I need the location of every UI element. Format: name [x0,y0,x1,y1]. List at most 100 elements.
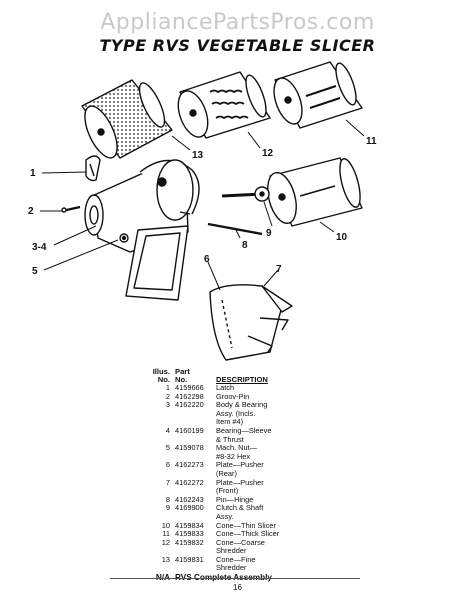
part-description: Groov-Pin [216,391,368,402]
illus-number: 4 [165,425,170,435]
illus-number: 9 [165,503,170,513]
part-number: 4159831 [175,554,204,564]
description-line: Cone—Coarse [216,537,265,547]
na-label: N/A [148,573,175,583]
page-number: 16 [233,583,242,592]
illus-number: 6 [165,460,170,470]
part-number: 4162272 [175,477,204,487]
description-line: & Thrust [216,434,244,444]
illus-number: 1 [165,383,170,392]
description-line: Item #4) [216,417,244,427]
complete-assembly-row: N/ARVS Complete Assembly [148,573,368,583]
header-part-2: No. [175,375,188,384]
part-number: 4159832 [175,537,204,547]
table-row: 8 4162243 Pin—Hinge [148,494,368,505]
header-illus-2: No. [157,375,170,384]
callout-5: 5 [32,266,38,277]
part-number: 4162220 [175,400,204,410]
illus-number: 2 [165,391,170,401]
illus-number: 5 [165,443,170,453]
callout-10: 10 [336,232,348,243]
description-line: Assy. [216,511,234,521]
table-row: 11 4159833 Cone—Thick Slicer [148,529,368,539]
table-row: 2 4162298 Groov-Pin [148,391,368,402]
description-line: Mach. Nut— [216,443,258,453]
callout-9: 9 [266,228,272,239]
part-number: 4162243 [175,494,204,504]
callout-1: 1 [30,168,36,179]
part-number: 4159078 [175,443,204,453]
part-description: Latch [216,383,368,393]
callout-13: 13 [192,150,204,161]
part-number: 4159834 [175,520,204,530]
table-row: 10 4159834 Cone—Thin Slicer [148,520,368,531]
part-number: 4169900 [175,503,204,513]
header-part-1: Part [175,367,190,376]
description-line: #8-32 Hex [216,451,251,461]
part-description: Cone—Thick Slicer [216,529,368,539]
illus-number: 13 [161,554,170,564]
description-line: Cone—Thin Slicer [216,520,276,530]
part-description: Bearing—Sleeve& Thrust [216,425,368,444]
table-row: 5 4159078 Mach. Nut—#8-32 Hex [148,443,368,461]
pusher-plates [209,284,293,361]
part-description: Plate—Pusher(Front) [216,477,368,496]
description-line: Plate—Pusher [216,460,264,470]
callout-3-4: 3-4 [32,242,47,253]
illus-number: 11 [162,529,170,539]
leader-lines [40,119,365,291]
description-line: Shredder [216,563,247,573]
table-row: 7 4162272 Plate—Pusher(Front) [148,477,368,496]
callout-labels: 13 12 11 1 2 3-4 5 9 8 10 6 7 [28,136,377,277]
part-description: Mach. Nut—#8-32 Hex [216,444,368,461]
description-line: Body & Bearing [216,400,268,410]
part-description: Plate—Pusher(Rear) [216,461,368,478]
part-number: 4159666 [175,383,204,392]
illus-number: 7 [165,477,170,487]
part-number: 4159833 [175,529,204,539]
callout-7: 7 [276,264,282,275]
description-line: Pin—Hinge [216,494,254,504]
body-bearing-assembly [84,159,200,253]
callout-11: 11 [366,136,377,147]
table-row: 1 4159666 Latch [148,383,368,393]
callout-2: 2 [28,206,34,217]
feed-chute [125,225,189,301]
footer-rule [110,578,360,579]
diagram-title: TYPE RVS VEGETABLE SLICER [99,36,376,55]
illus-number: 12 [161,537,170,547]
header-description: DESCRIPTION [216,375,268,384]
illus-number: 10 [161,520,170,530]
hinge-pin [207,222,263,236]
description-line: Plate—Pusher [216,477,264,487]
complete-assembly-description: RVS Complete Assembly [175,573,368,583]
description-line: Cone—Thick Slicer [216,529,280,539]
clutch-shaft-assembly [221,186,270,202]
description-line: Groov-Pin [216,391,250,401]
description-line: Assy. (Incls. [216,408,256,418]
description-line: Latch [216,383,235,392]
header-illus-1: Illus. [152,367,170,376]
description-line: (Rear) [216,468,237,478]
description-line: Bearing—Sleeve [216,425,272,435]
part-description: Cone—Thin Slicer [216,520,368,531]
part-number: 4162298 [175,391,204,401]
illus-number: 3 [165,400,170,410]
part-description: Pin—Hinge [216,494,368,505]
latch [85,155,101,182]
groov-pin [61,205,81,213]
illus-number: 8 [165,494,170,504]
description-line: Cone—Fine [216,554,256,564]
cone-fine-shredder [81,79,173,159]
